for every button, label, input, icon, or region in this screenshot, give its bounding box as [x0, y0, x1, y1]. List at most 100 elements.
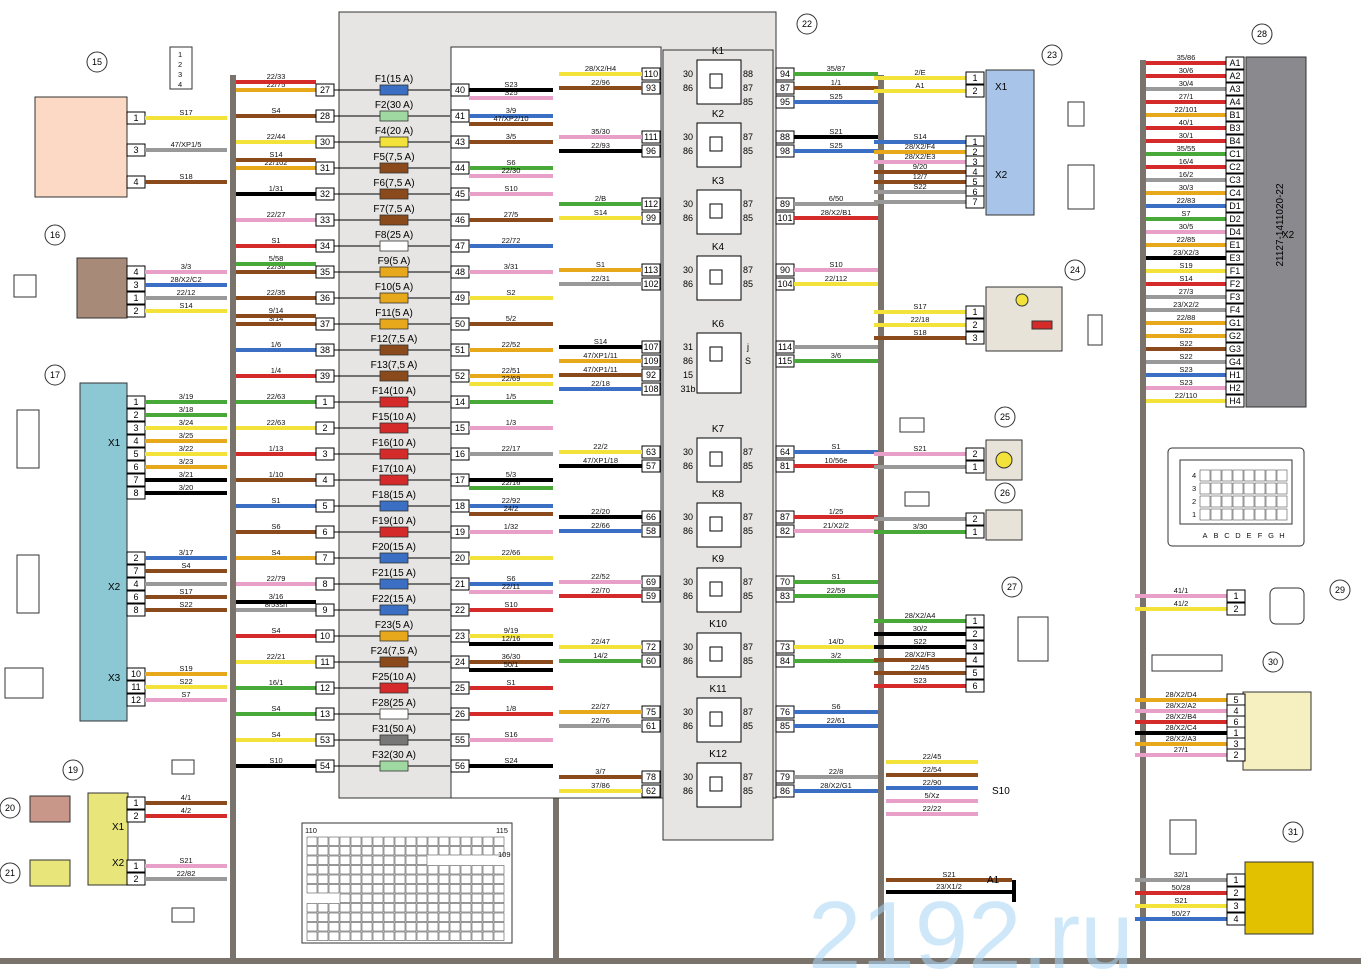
- wire-label: 2/E: [914, 68, 925, 77]
- pin-label: 3: [972, 642, 977, 652]
- grid-cell: [339, 846, 351, 856]
- relay-contact-pin: 85: [743, 213, 753, 223]
- grid-cell: [306, 922, 318, 932]
- wire-label: 22/45: [923, 752, 942, 761]
- wire-label: 3/19: [179, 392, 194, 401]
- grid-cell: [372, 836, 384, 846]
- wire-label: 22/66: [591, 521, 610, 530]
- grid-cell: [1265, 508, 1277, 521]
- grid-cell: [482, 846, 494, 856]
- wire-label: 5/58: [269, 254, 284, 263]
- grid-cell: [460, 874, 472, 884]
- wire-label: 1/8: [506, 704, 516, 713]
- ecu-pin-label: D4: [1229, 227, 1241, 237]
- grid-col-label: B: [1213, 531, 1218, 540]
- ecu-pin-label: B3: [1229, 123, 1240, 133]
- grid-cell: [317, 874, 329, 884]
- wire-label: 22/101: [1175, 105, 1198, 114]
- relay-coil-pin: 86: [683, 786, 693, 796]
- wire-label: S25: [829, 141, 842, 150]
- ecu-pin-label: E1: [1229, 240, 1240, 250]
- pin-label: 72: [646, 642, 656, 652]
- component-pin: [1226, 602, 1246, 616]
- comp17-x2-label: X2: [108, 582, 121, 593]
- ecu-pin: [1225, 394, 1245, 408]
- grid-cell: [306, 884, 318, 894]
- grid-cell: [482, 903, 494, 913]
- wire-label: 3/14: [269, 314, 284, 323]
- fuse-label: F7(7,5 A): [373, 204, 414, 215]
- pin-label: 101: [777, 213, 792, 223]
- pin-label: 76: [780, 707, 790, 717]
- wire-label: 22/27: [591, 702, 610, 711]
- grid-cell: [317, 922, 329, 932]
- pin-label: 44: [455, 163, 465, 173]
- relay-name: K7: [712, 424, 725, 435]
- wire-label: 28/X2/C4: [1165, 723, 1196, 732]
- wire-label: 1/4: [271, 366, 281, 375]
- pin-label: 40: [455, 85, 465, 95]
- relay-name: K10: [709, 619, 727, 630]
- wire-label: 22/93: [591, 141, 610, 150]
- ecu-pin: [1225, 108, 1245, 122]
- grid-cell: [339, 874, 351, 884]
- grid-cell: [438, 922, 450, 932]
- relay-contact-pin: 87: [743, 447, 753, 457]
- grid-cell: [328, 884, 340, 894]
- wire-label: 22/20: [591, 507, 610, 516]
- wire-label: 47/XP1/18: [583, 456, 618, 465]
- fuse-block-layout-grid: 110 115 109: [301, 822, 513, 944]
- fuse-body: [379, 292, 409, 304]
- wire-label: 30/5: [1179, 222, 1194, 231]
- component-21-body: [29, 859, 71, 887]
- grid-cell: [1210, 469, 1222, 482]
- wire-label: 22/63: [267, 418, 286, 427]
- grid-cell: [460, 903, 472, 913]
- component-27-number: 27: [1007, 582, 1017, 592]
- wire-label: 3/31: [504, 262, 519, 271]
- pin-label: 12: [131, 695, 141, 705]
- grid-cell: [306, 846, 318, 856]
- pin-label: 107: [643, 342, 658, 352]
- wire-label: S19: [1179, 261, 1192, 270]
- component-pin: [1226, 589, 1246, 603]
- pin-label: 46: [455, 215, 465, 225]
- component-pin: [965, 331, 985, 345]
- pin-label: 49: [455, 293, 465, 303]
- component-pin: [965, 512, 985, 526]
- grid-cell: [482, 884, 494, 894]
- component-26: 26 23/301: [874, 482, 1023, 541]
- component-16-number: 16: [50, 230, 60, 240]
- grid-cell: [339, 855, 351, 865]
- grid-col-label: A: [1202, 531, 1207, 540]
- relay-body: [696, 632, 742, 678]
- grid-cell: [1254, 495, 1266, 508]
- grid-cell: [339, 884, 351, 894]
- grid-cell: [438, 865, 450, 875]
- pin-label: 41: [455, 111, 465, 121]
- pin-label: 1: [1233, 591, 1238, 601]
- fuse-body: [379, 422, 409, 434]
- pin-label: 83: [780, 591, 790, 601]
- pin-label: 17: [455, 475, 465, 485]
- pin-label: 2: [133, 874, 138, 884]
- connector-icon: [1151, 654, 1223, 672]
- comp19-x2-label: X2: [112, 858, 125, 869]
- wire-label: S21: [179, 856, 192, 865]
- pin-label: 75: [646, 707, 656, 717]
- wire-label: S10: [504, 184, 517, 193]
- ecu-pin-label: A2: [1229, 71, 1240, 81]
- wire-label: 37/86: [591, 781, 610, 790]
- fuse-label: F4(20 A): [375, 126, 413, 137]
- grid-cell: [427, 931, 439, 941]
- grid-cell: [394, 931, 406, 941]
- relay-coil-pin: 86: [683, 461, 693, 471]
- wire-label: 22/79: [267, 574, 286, 583]
- grid-cell: [405, 865, 417, 875]
- pin-label: 4: [972, 655, 977, 665]
- ecu-pin-label: C1: [1229, 149, 1241, 159]
- wire-label: S2: [506, 288, 515, 297]
